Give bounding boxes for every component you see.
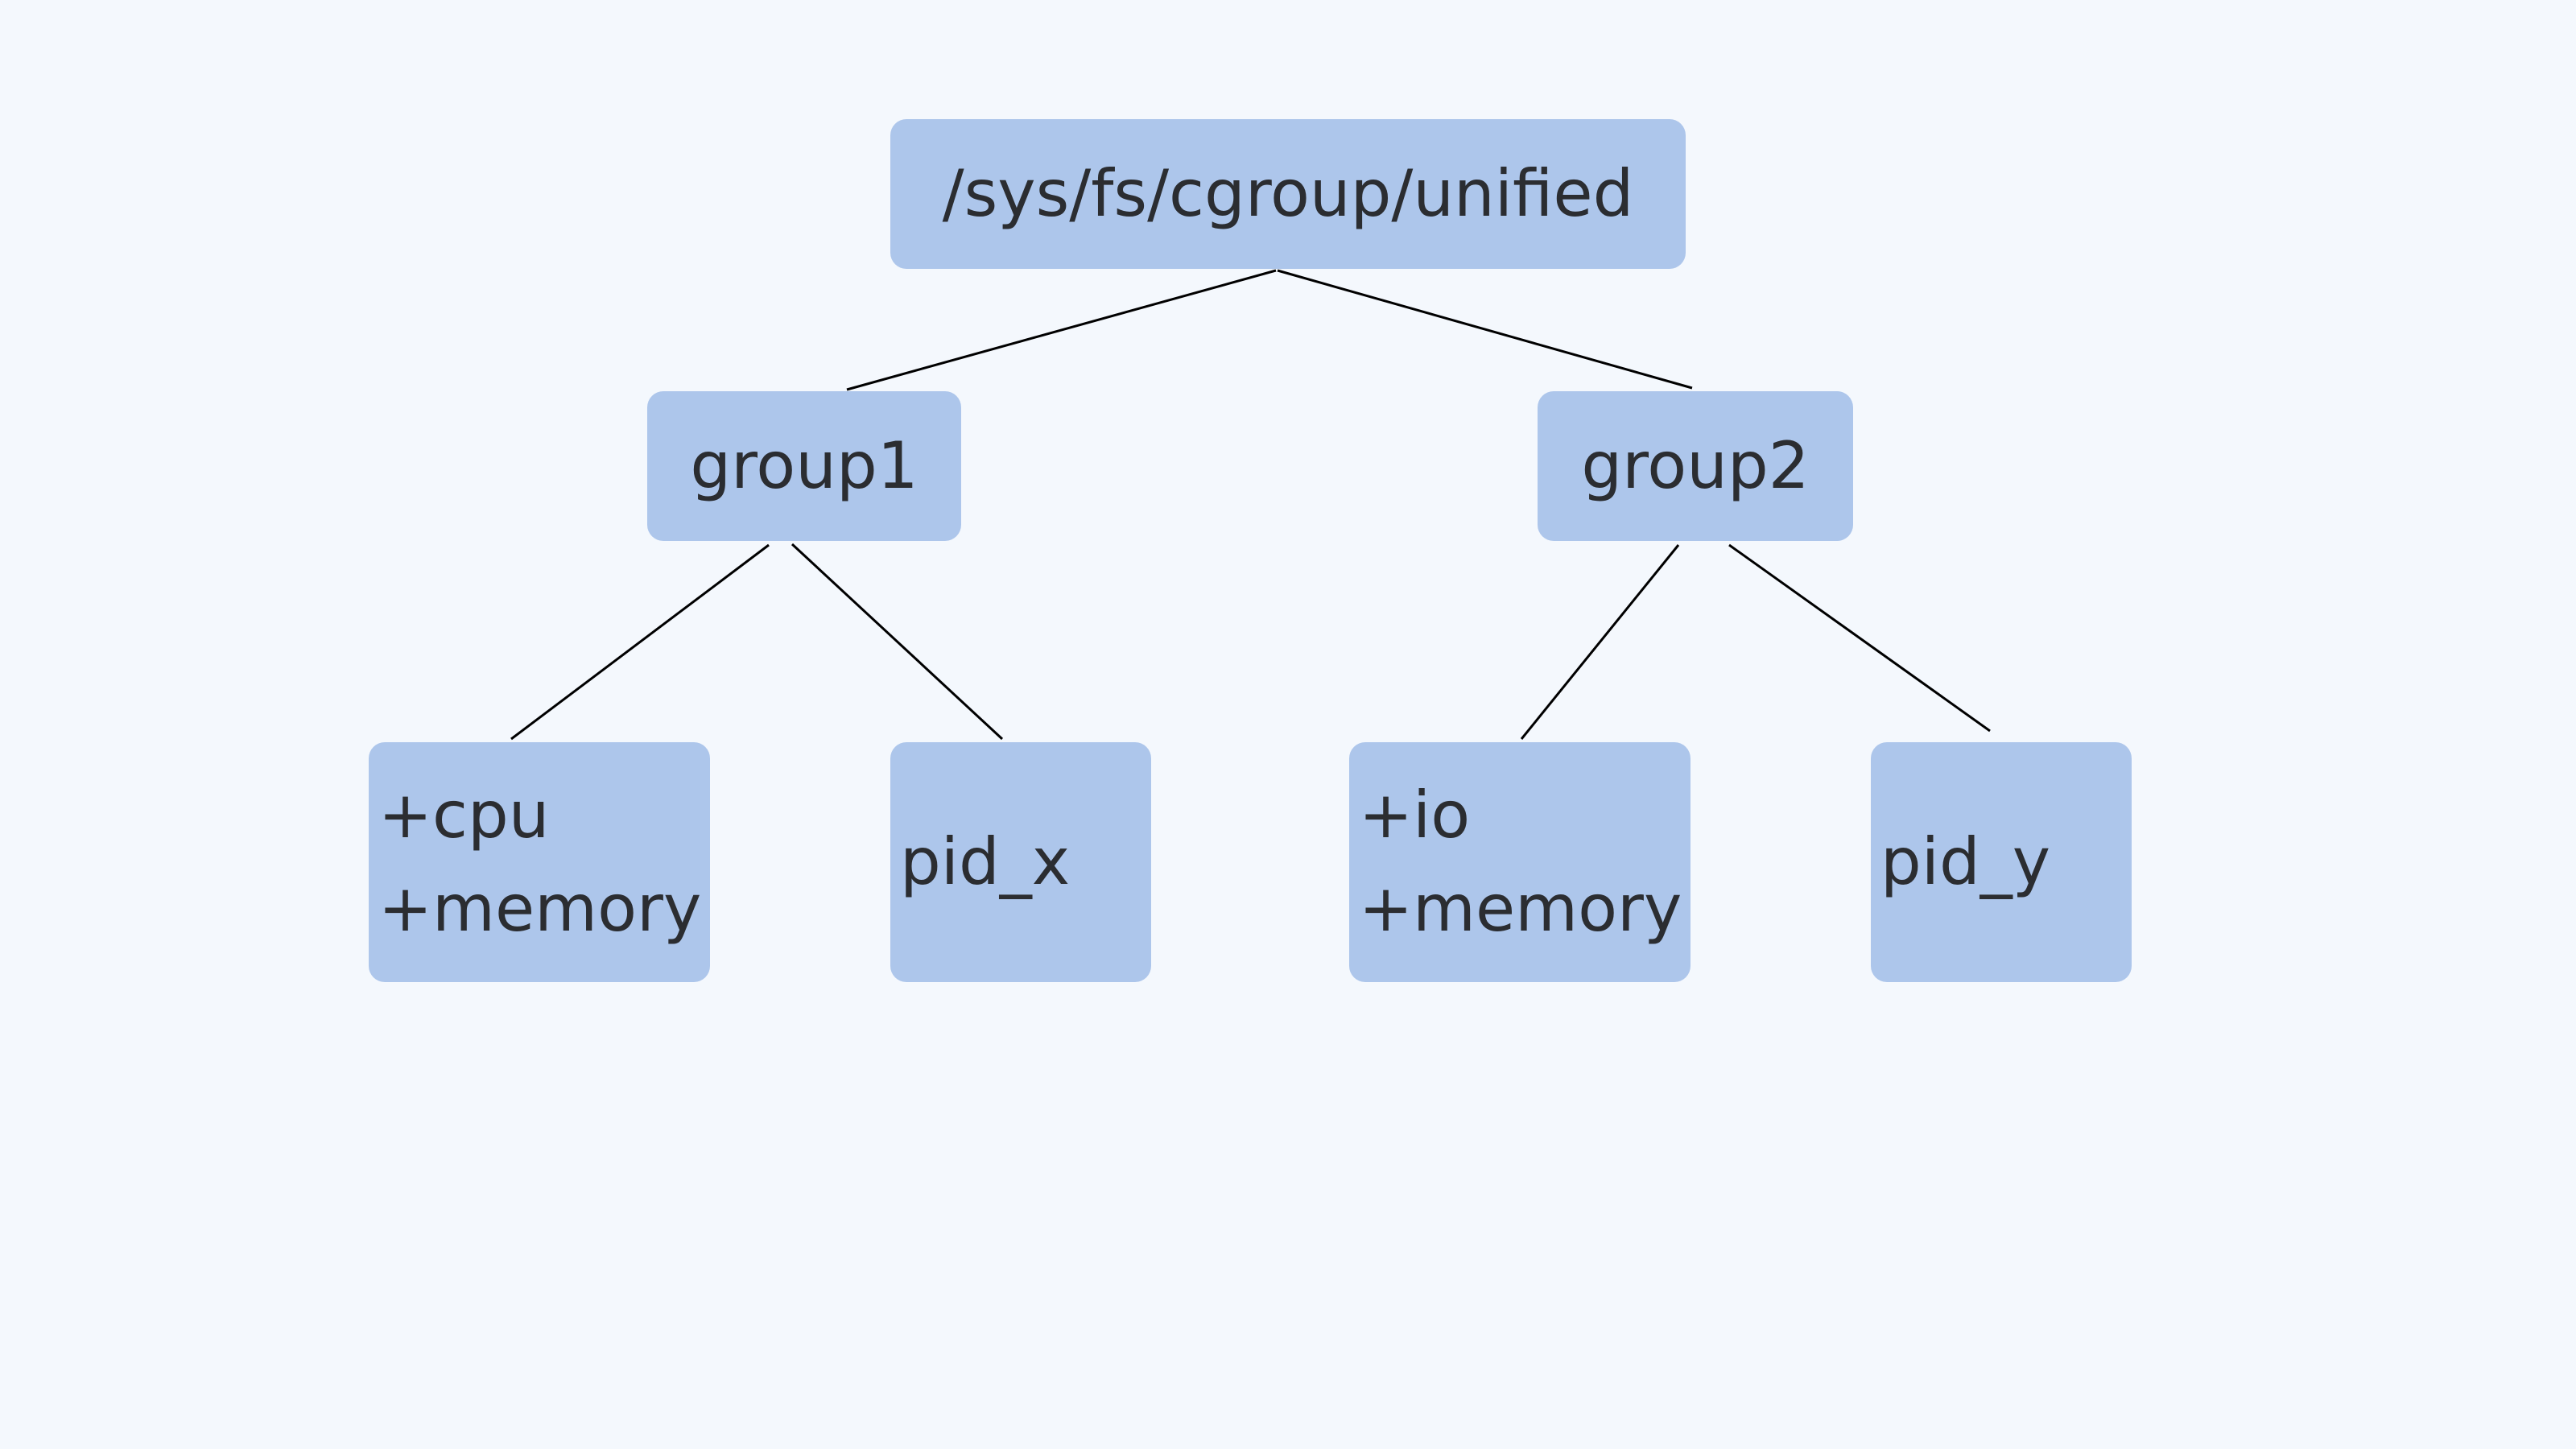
connector-group1-cpu-memory xyxy=(510,543,770,741)
pid-x-label: pid_x xyxy=(900,824,1071,899)
pid-y-label: pid_y xyxy=(1880,824,2051,899)
memory-controller-label: +memory xyxy=(378,871,702,946)
cpu-memory-node: +cpu +memory xyxy=(369,742,710,982)
root-node-label: /sys/fs/cgroup/unified xyxy=(942,156,1634,231)
io-memory-node: +io +memory xyxy=(1349,742,1690,982)
connector-group2-io-memory xyxy=(1520,544,1680,740)
connector-group1-pid-x xyxy=(791,543,1004,741)
group2-node-label: group2 xyxy=(1581,428,1810,503)
group1-node-label: group1 xyxy=(690,428,919,503)
pid-y-node: pid_y xyxy=(1871,742,2132,982)
memory-controller-label: +memory xyxy=(1359,871,1682,946)
connector-group2-pid-y xyxy=(1728,543,1991,733)
io-controller-label: +io xyxy=(1359,778,1471,852)
connector-root-group1 xyxy=(846,269,1277,391)
group2-node: group2 xyxy=(1538,391,1853,541)
root-node: /sys/fs/cgroup/unified xyxy=(890,119,1686,269)
cpu-controller-label: +cpu xyxy=(378,778,550,852)
group1-node: group1 xyxy=(647,391,961,541)
connector-root-group2 xyxy=(1277,269,1693,390)
pid-x-node: pid_x xyxy=(890,742,1151,982)
